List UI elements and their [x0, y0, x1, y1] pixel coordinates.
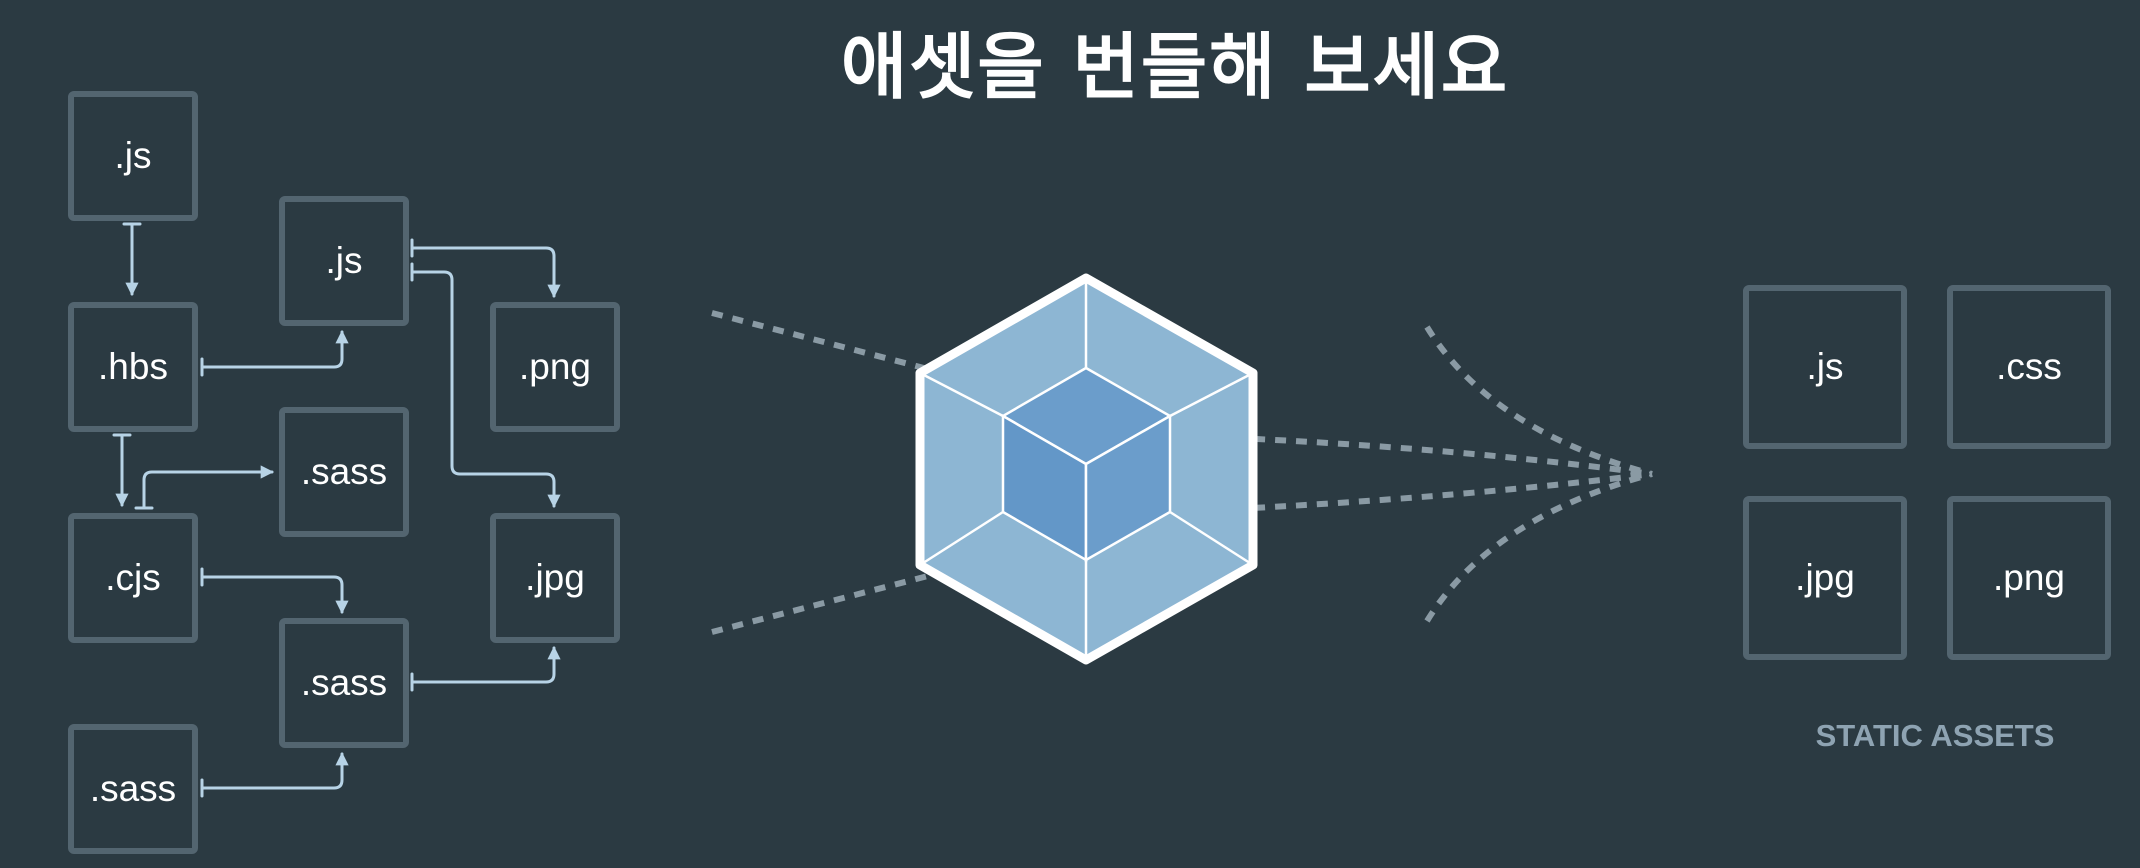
cube-edge: [919, 371, 1004, 418]
node-label: .js: [114, 135, 152, 176]
node-label: .sass: [300, 451, 388, 492]
source-node-png: .png: [490, 302, 620, 432]
source-node-sass-lower: .sass: [279, 618, 409, 748]
output-node-js: .js: [1743, 285, 1907, 449]
page-title: 애셋을 번들해 보세요: [840, 25, 1510, 109]
cube-edge: [1169, 371, 1254, 418]
node-label: .css: [1996, 346, 2062, 387]
arrow-sass-to-jpg: [410, 646, 561, 684]
flow-out-upper-curve: [1424, 325, 1653, 477]
output-node-css: .css: [1947, 285, 2111, 449]
cube-edge: [919, 510, 1004, 567]
static-assets-label: STATIC ASSETS: [1815, 718, 2055, 753]
cube-edge: [1169, 510, 1254, 567]
output-node-jpg: .jpg: [1743, 496, 1907, 660]
arrow-cjs-to-sass: [142, 465, 274, 510]
node-label: .jpg: [1795, 557, 1855, 598]
node-label: .sass: [300, 662, 388, 703]
webpack-cube-icon: [915, 273, 1258, 665]
source-node-hbs: .hbs: [68, 302, 198, 432]
output-node-png: .png: [1947, 496, 2111, 660]
arrow-hbs-to-js: [200, 330, 349, 369]
node-label: .png: [518, 346, 591, 387]
source-node-sass-middle: .sass: [279, 407, 409, 537]
node-label: .js: [325, 240, 363, 281]
arrow-cjs-to-sass-lower: [200, 575, 349, 614]
arrow-js-to-png: [410, 246, 561, 298]
arrow-sass-to-sass: [200, 752, 349, 790]
node-label: .cjs: [105, 557, 161, 598]
node-label: .png: [1992, 557, 2065, 598]
source-node-js: .js: [68, 91, 198, 221]
source-node-jpg: .jpg: [490, 513, 620, 643]
dependency-arrows: [112, 222, 561, 798]
source-node-js-secondary: .js: [279, 196, 409, 326]
arrow-js-to-jpg: [410, 270, 561, 508]
node-label: .jpg: [525, 557, 585, 598]
node-label: .sass: [89, 768, 177, 809]
node-label: .hbs: [98, 346, 168, 387]
source-node-cjs: .cjs: [68, 513, 198, 643]
flow-out-lower-curve: [1424, 471, 1653, 623]
node-label: .js: [1806, 346, 1844, 387]
source-node-sass-bottom: .sass: [68, 724, 198, 854]
